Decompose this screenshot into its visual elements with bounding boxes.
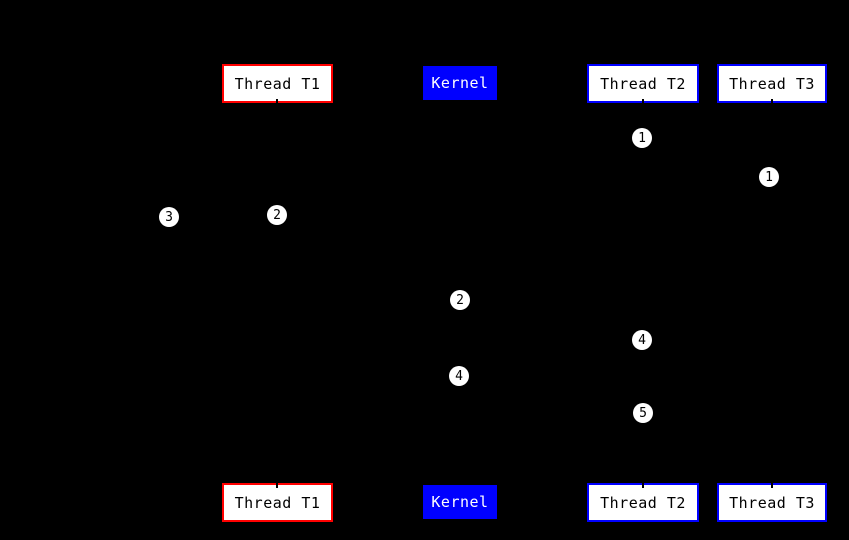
step-marker-3-left: 3	[159, 207, 179, 227]
lifeline-thread-t3	[771, 99, 773, 488]
step-marker-2-kernel: 2	[450, 290, 470, 310]
step-marker-1-thread-t2: 1	[632, 128, 652, 148]
step-marker-1-thread-t3: 1	[759, 167, 779, 187]
entity-box-thread-t3-bottom: Thread T3	[717, 483, 827, 522]
entity-box-thread-t1-bottom: Thread T1	[222, 483, 333, 522]
entity-box-thread-t2-top: Thread T2	[587, 64, 699, 103]
step-marker-4-kernel: 4	[449, 366, 469, 386]
lifeline-thread-t2	[642, 99, 644, 488]
entity-box-thread-t2-bottom: Thread T2	[587, 483, 699, 522]
entity-box-kernel-top: Kernel	[423, 66, 497, 100]
entity-box-kernel-bottom: Kernel	[423, 485, 497, 519]
step-marker-5-thread-t2: 5	[633, 403, 653, 423]
entity-box-thread-t3-top: Thread T3	[717, 64, 827, 103]
step-marker-2-thread-t1: 2	[267, 205, 287, 225]
lifeline-thread-t1	[276, 99, 278, 488]
entity-box-thread-t1-top: Thread T1	[222, 64, 333, 103]
step-marker-4-thread-t2: 4	[632, 330, 652, 350]
